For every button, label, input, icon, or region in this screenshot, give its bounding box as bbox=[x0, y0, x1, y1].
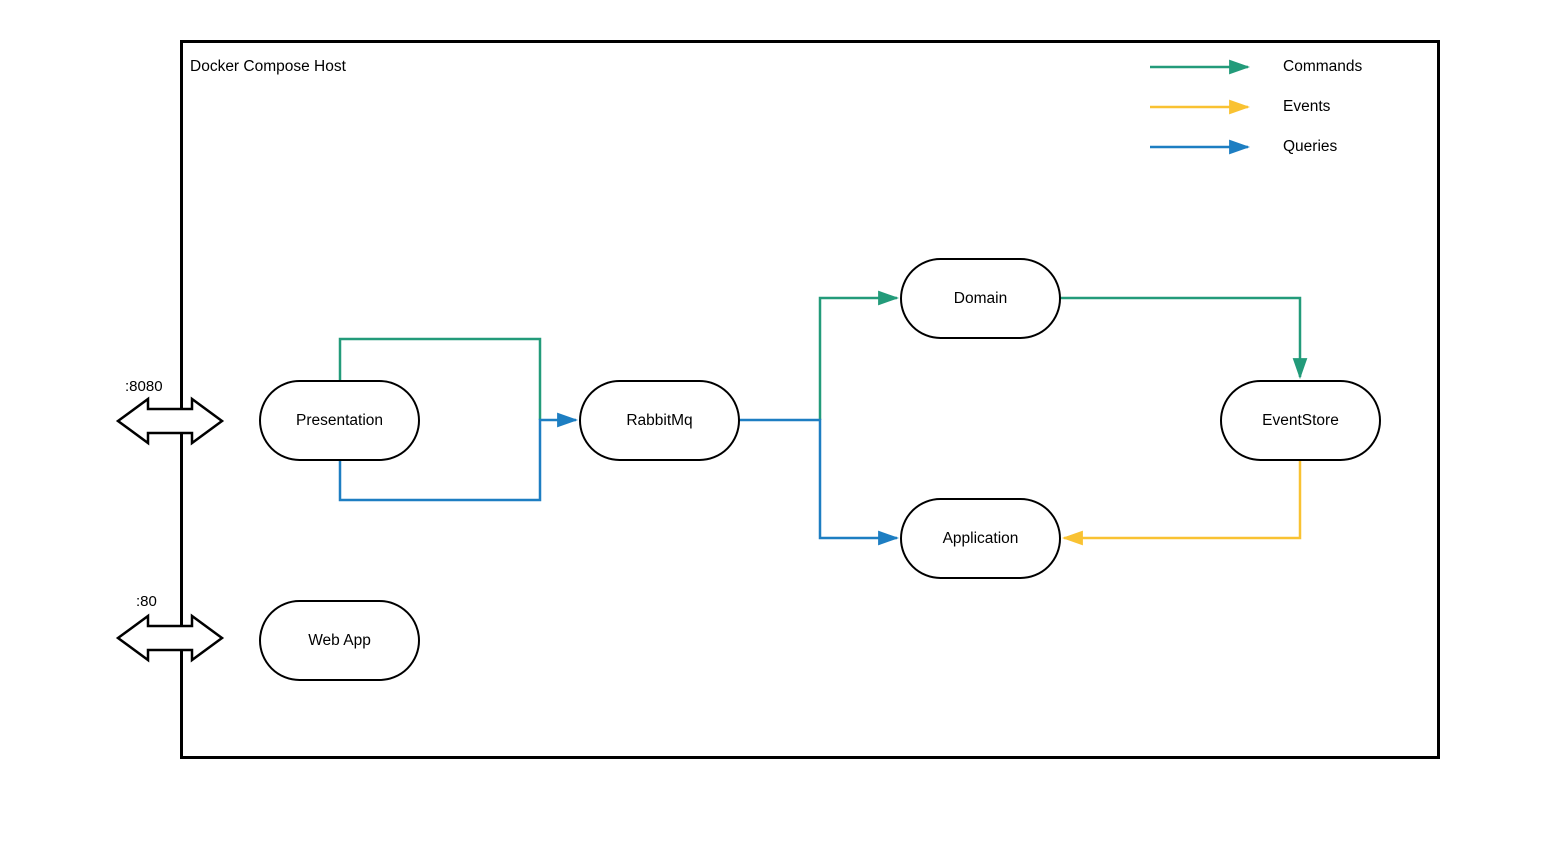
node-domain-label: Domain bbox=[953, 289, 1008, 307]
events-arrow-icon bbox=[1150, 99, 1251, 115]
legend-row-commands: Commands bbox=[1148, 47, 1408, 87]
queries-arrow-icon bbox=[1150, 139, 1251, 155]
host-title: Docker Compose Host bbox=[190, 58, 346, 75]
node-rabbitmq: RabbitMq bbox=[579, 380, 740, 461]
node-webapp: Web App bbox=[259, 600, 420, 681]
port-label-80: :80 bbox=[136, 593, 157, 610]
node-eventstore: EventStore bbox=[1220, 380, 1381, 461]
node-application-label: Application bbox=[942, 529, 1019, 547]
node-webapp-label: Web App bbox=[308, 631, 371, 649]
node-rabbitmq-label: RabbitMq bbox=[626, 411, 693, 429]
legend-row-queries: Queries bbox=[1148, 127, 1408, 167]
legend-label-queries: Queries bbox=[1283, 138, 1338, 155]
commands-arrow-icon bbox=[1150, 59, 1251, 75]
node-presentation: Presentation bbox=[259, 380, 420, 461]
node-application: Application bbox=[900, 498, 1061, 579]
legend-label-events: Events bbox=[1283, 98, 1331, 115]
node-presentation-label: Presentation bbox=[295, 411, 384, 429]
legend-label-commands: Commands bbox=[1283, 58, 1363, 75]
node-eventstore-label: EventStore bbox=[1262, 411, 1339, 429]
node-domain: Domain bbox=[900, 258, 1061, 339]
legend-row-events: Events bbox=[1148, 87, 1408, 127]
port-label-8080: :8080 bbox=[125, 378, 163, 395]
legend: Commands Events Queries bbox=[1148, 47, 1408, 167]
